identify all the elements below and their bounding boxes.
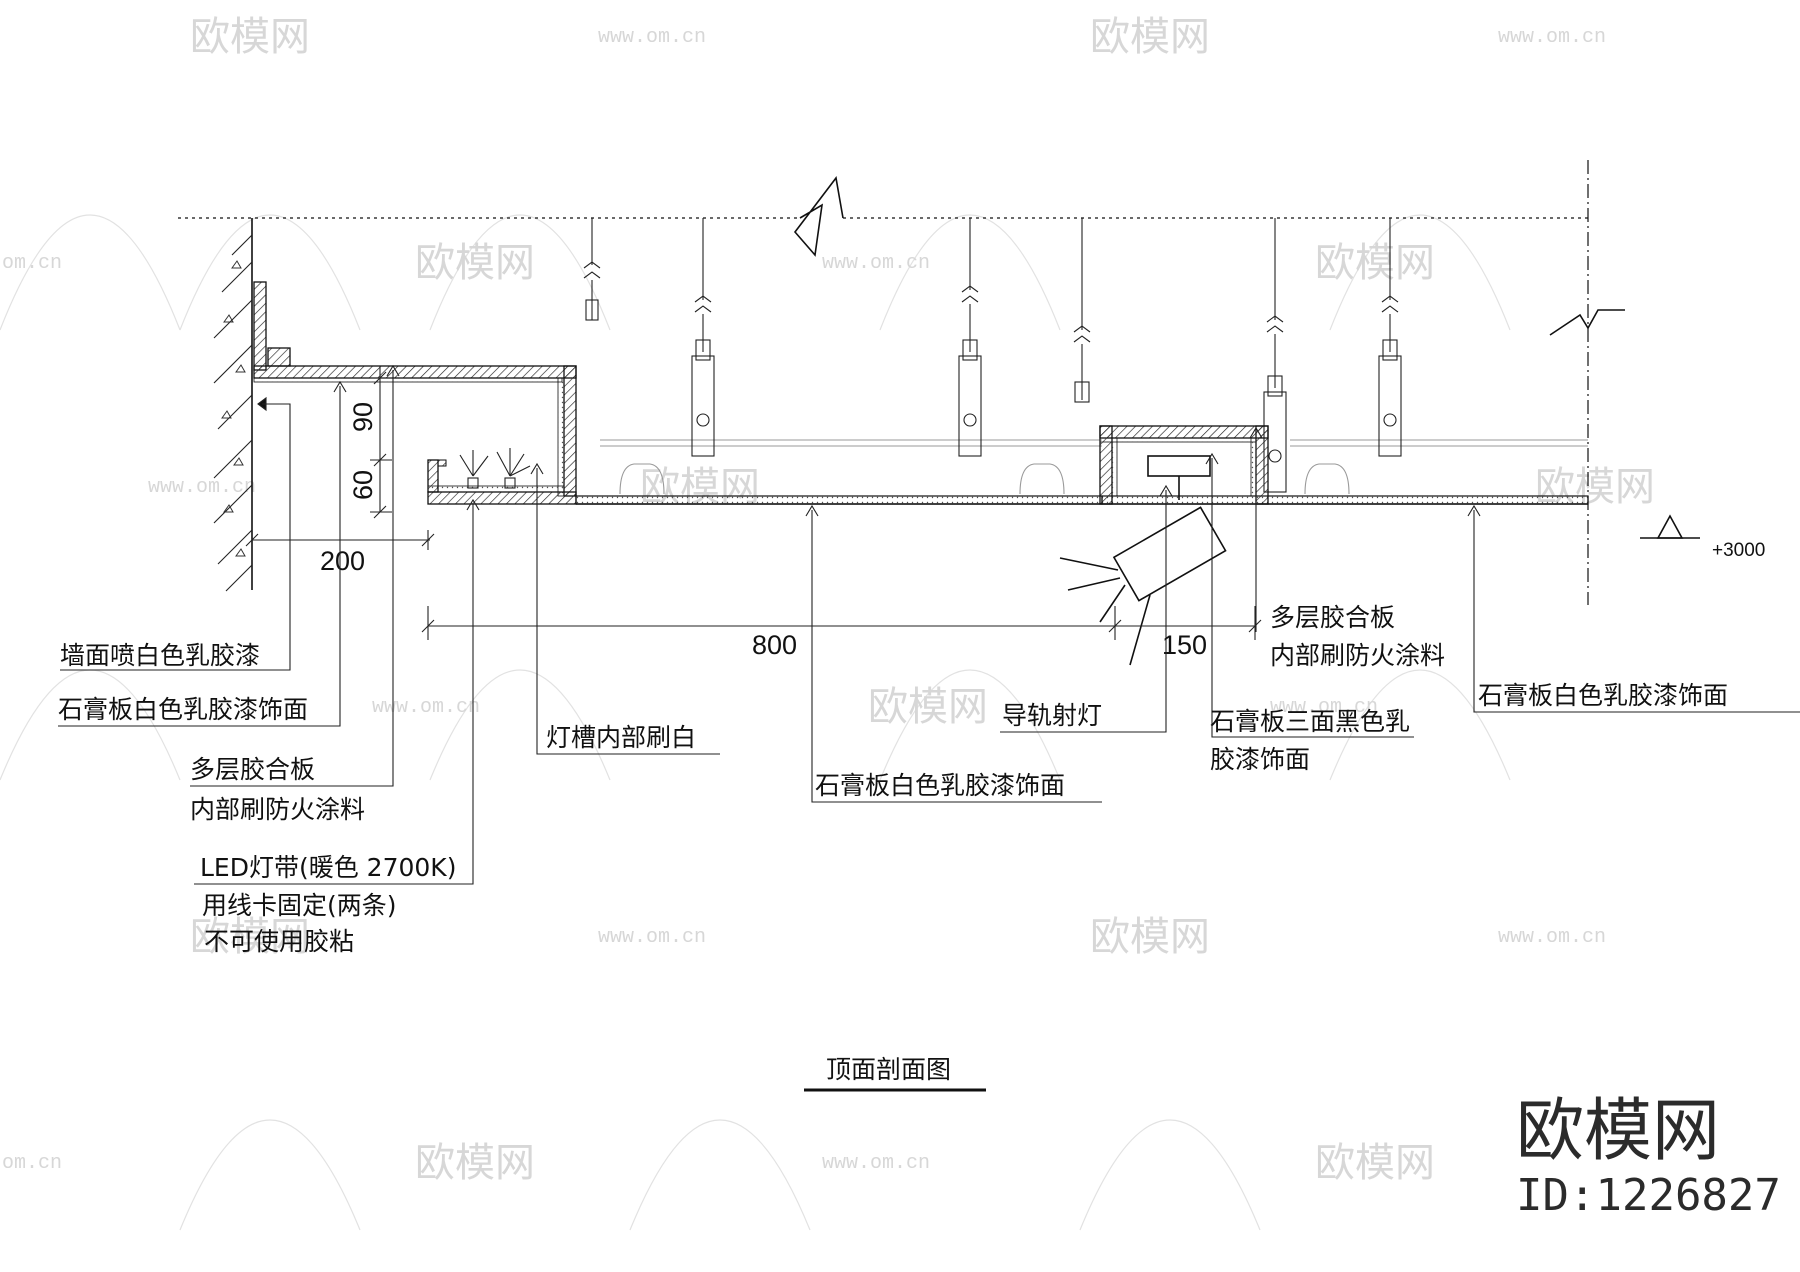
watermark-url: www.om.cn <box>1270 696 1378 719</box>
label-gypsum-black-1: 石膏板三面黑色乳 <box>1210 707 1410 736</box>
watermark-url: www.om.cn <box>598 926 706 949</box>
watermark-text: 欧模网 <box>868 684 988 730</box>
elevation-marker: +3000 <box>1640 514 1765 561</box>
label-trough-white: 灯槽内部刷白 <box>546 723 696 752</box>
label-wall-paint: 墙面喷白色乳胶漆 <box>60 641 260 670</box>
label-plywood-left-2: 内部刷防火涂料 <box>190 795 365 824</box>
watermark-text: 欧模网 <box>190 914 310 960</box>
keel-lines <box>600 439 1588 495</box>
watermark-url: www.om.cn <box>372 696 480 719</box>
main-ceiling-board <box>575 495 1589 505</box>
label-led-1: LED灯带(暖色 2700K) <box>200 853 456 882</box>
leader-lines <box>58 364 1800 885</box>
dimension-lines <box>245 366 1262 640</box>
dim-90: 90 <box>348 402 378 432</box>
led-strip-icon <box>459 448 531 489</box>
label-plywood-right-2: 内部刷防火涂料 <box>1270 641 1445 670</box>
label-led-3: 不可使用胶粘 <box>204 927 354 956</box>
drawing-title: 顶面剖面图 <box>826 1055 951 1084</box>
watermark-url: www.om.cn <box>1498 926 1606 949</box>
label-gypsum-white-right: 石膏板白色乳胶漆饰面 <box>1478 681 1728 710</box>
watermark-text: 欧模网 <box>415 1140 535 1186</box>
watermark-layer: 欧模网 www.om.cn 欧模网 www.om.cn om.cn 欧模网 ww… <box>0 14 1655 1231</box>
label-track-light: 导轨射灯 <box>1002 701 1102 730</box>
watermark-url: om.cn <box>2 1152 62 1175</box>
watermark-text: 欧模网 <box>1315 1140 1435 1186</box>
label-gypsum-black-2: 胶漆饰面 <box>1210 745 1310 774</box>
watermark-text: 欧模网 <box>415 240 535 286</box>
dim-150: 150 <box>1162 630 1207 660</box>
watermark-url: www.om.cn <box>148 476 256 499</box>
dim-200: 200 <box>320 546 365 576</box>
ceiling-hangers <box>583 218 1402 493</box>
dim-60: 60 <box>348 470 378 500</box>
watermark-url: www.om.cn <box>598 26 706 49</box>
elevation-label: +3000 <box>1712 540 1765 561</box>
label-plywood-right-1: 多层胶合板 <box>1270 603 1395 632</box>
label-gypsum-white-center: 石膏板白色乳胶漆饰面 <box>815 771 1065 800</box>
watermark-text: 欧模网 <box>1315 240 1435 286</box>
brand-name: 欧模网 <box>1516 1092 1720 1171</box>
left-cove-structure <box>253 281 577 505</box>
label-led-2: 用线卡固定(两条) <box>202 891 397 920</box>
dim-800: 800 <box>752 630 797 660</box>
brand-id: ID:1226827 <box>1516 1170 1781 1221</box>
watermark-url: om.cn <box>2 252 62 275</box>
watermark-url: www.om.cn <box>822 252 930 275</box>
left-wall <box>213 218 253 592</box>
watermark-url: www.om.cn <box>822 1152 930 1175</box>
label-plywood-left-1: 多层胶合板 <box>190 755 315 784</box>
label-gypsum-white-left: 石膏板白色乳胶漆饰面 <box>58 695 308 724</box>
watermark-url: www.om.cn <box>1498 26 1606 49</box>
track-spotlight-icon <box>1059 455 1227 666</box>
track-light-channel <box>1099 425 1269 505</box>
watermark-text: 欧模网 <box>1090 14 1210 60</box>
watermark-text: 欧模网 <box>1090 914 1210 960</box>
structural-slab <box>178 160 1625 605</box>
watermark-text: 欧模网 <box>190 14 310 60</box>
